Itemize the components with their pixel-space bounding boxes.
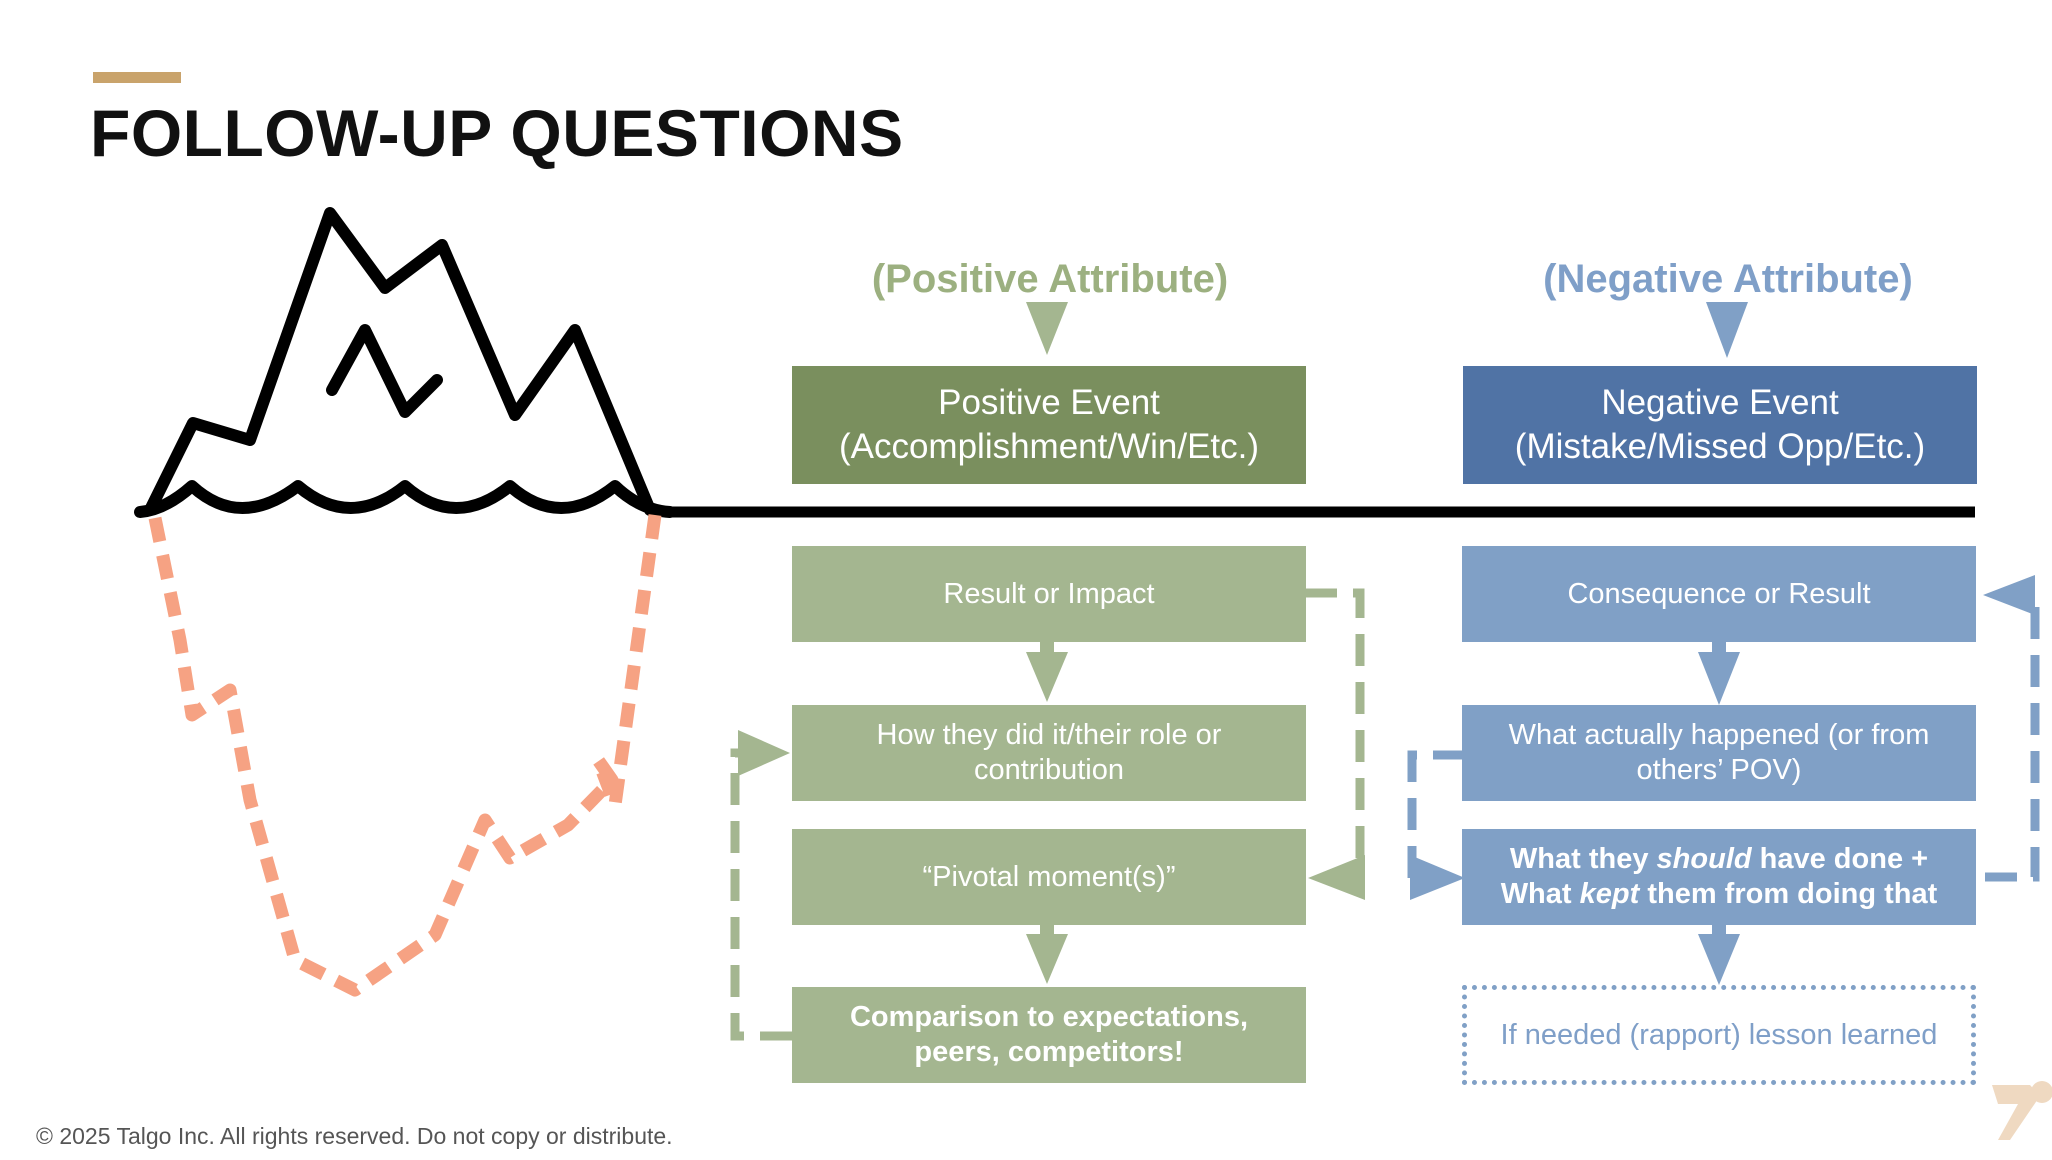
loop-arrow-to-should [1410,855,1465,900]
negative-lesson-box: If needed (rapport) lesson learned [1462,985,1976,1085]
iceberg-underwater-outline [148,514,662,997]
negative-attribute-label: (Negative Attribute) [1543,257,1913,301]
negative-event-title: Negative Event [1601,383,1839,423]
page-title: FOLLOW-UP QUESTIONS [90,96,904,170]
positive-attribute-label: (Positive Attribute) [871,257,1229,301]
negative-side-loops [1407,590,2040,882]
negative-event-subtitle: (Mistake/Missed Opp/Etc.) [1514,427,1926,466]
pivotal-to-comparison-arrow [1026,934,1068,984]
positive-event-box: Positive Event (Accomplishment/Win/Etc.) [792,366,1306,484]
negative-what-happened-box: What actually happened (or from others’ … [1462,705,1976,801]
negative-event-box: Negative Event (Mistake/Missed Opp/Etc.) [1463,366,1977,484]
should-to-lesson-arrow [1698,934,1740,985]
copyright-notice: © 2025 Talgo Inc. All rights reserved. D… [36,1123,673,1149]
positive-event-subtitle: (Accomplishment/Win/Etc.) [838,427,1260,466]
positive-flow-arrows [1026,302,1068,984]
consequence-to-happened-arrow [1698,652,1740,705]
positive-comparison-box: Comparison to expectations, peers, compe… [792,987,1306,1083]
negative-attribute-arrow [1706,302,1748,358]
positive-attribute-arrow [1026,302,1068,355]
negative-should-text: What they should have done + What kept t… [1500,843,1938,910]
result-to-how-arrow [1026,652,1068,702]
positive-event-title: Positive Event [938,383,1160,423]
iceberg-icon [134,207,676,518]
talgo-logo-icon [1992,1081,2052,1140]
loop-arrow-to-how [738,730,790,776]
negative-should-have-done-box: What they should have done + What kept t… [1462,829,1976,925]
loop-arrow-to-consequence [1983,575,2035,615]
loop-arrow-to-pivotal [1308,855,1365,900]
negative-consequence-box: Consequence or Result [1462,546,1976,642]
negative-flow-arrows [1698,302,1748,985]
positive-result-box: Result or Impact [792,546,1306,642]
positive-pivotal-box: “Pivotal moment(s)” [792,829,1306,925]
title-accent-bar [93,72,181,83]
positive-how-box: How they did it/their role or contributi… [792,705,1306,801]
